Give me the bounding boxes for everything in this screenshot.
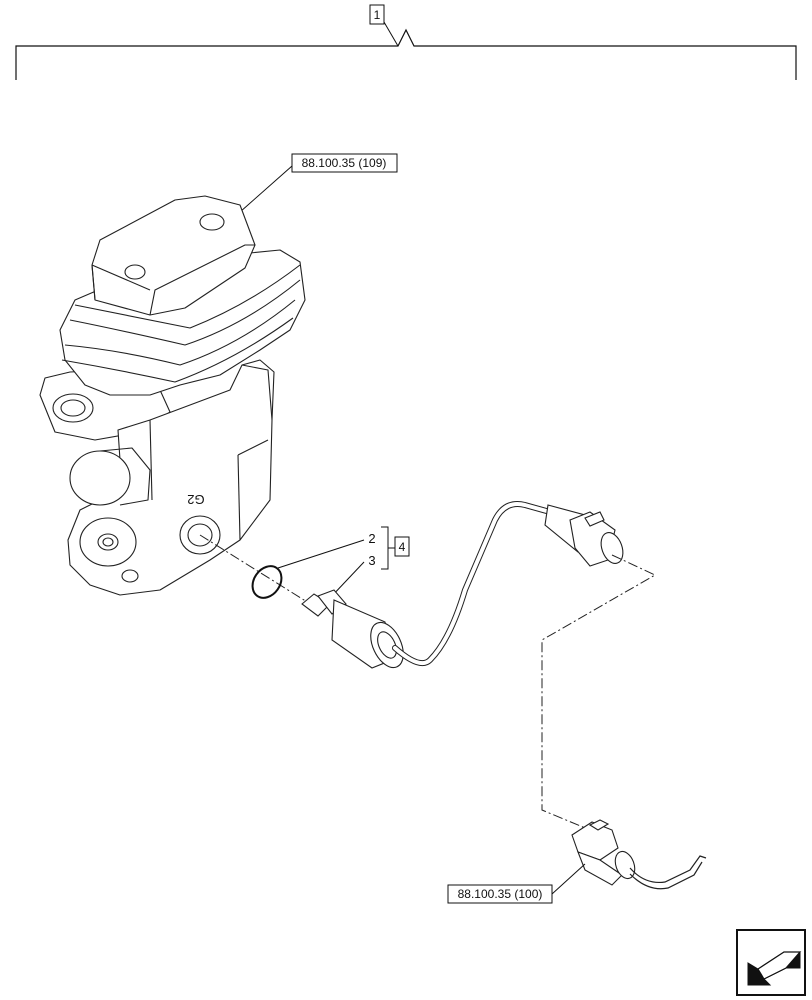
centerline-harness: [541, 554, 657, 831]
pilot-control-valve: [39, 195, 306, 596]
ref-box-control-valve: [291, 153, 398, 173]
centerline-port: [199, 534, 321, 611]
callout-3[interactable]: 3: [368, 553, 375, 568]
sensor-cable: [392, 501, 553, 666]
port-marking-g2: G2: [187, 492, 204, 507]
callout-4[interactable]: 4: [399, 540, 406, 554]
assembly-bracket: [15, 28, 797, 80]
ref-harness[interactable]: 88.100.35 (100): [458, 887, 543, 901]
harness-connector: [571, 819, 636, 886]
harness-wire: [629, 855, 707, 884]
sensor-connector: [544, 504, 624, 567]
callout-1[interactable]: 1: [374, 8, 381, 22]
pressure-sensor: [301, 589, 404, 669]
callout-box-1: [369, 4, 385, 25]
next-page-arrow-icon[interactable]: [736, 929, 806, 996]
ref-control-valve[interactable]: 88.100.35 (109): [302, 156, 387, 170]
callout-box-4: [394, 536, 410, 557]
kit-bracket: [381, 526, 395, 570]
callout-2[interactable]: 2: [368, 531, 375, 546]
o-ring: [251, 565, 283, 599]
